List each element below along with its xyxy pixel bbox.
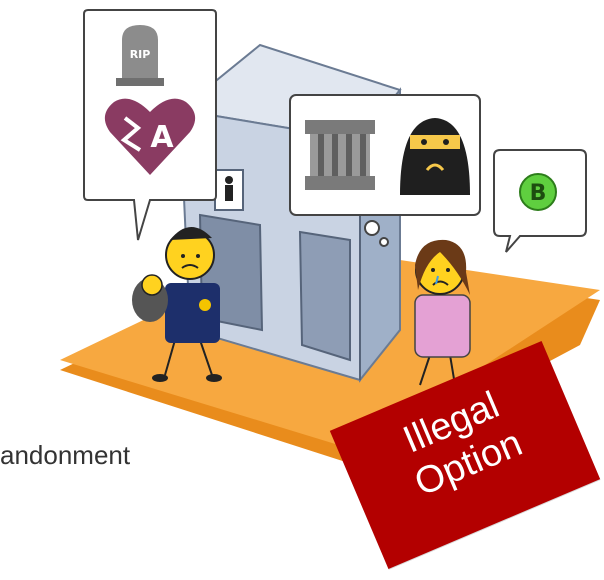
- tombstone-icon: RIP: [116, 25, 164, 86]
- robber-icon: [400, 118, 470, 195]
- caption-text: andonment: [0, 440, 131, 470]
- booth-building: [177, 43, 402, 383]
- jail-icon: [305, 120, 375, 190]
- badge-letter: B: [530, 181, 547, 206]
- speech-bubble-middle: [289, 94, 481, 247]
- heart-letter: A: [150, 120, 174, 155]
- rip-text: RIP: [130, 48, 151, 61]
- broken-heart-icon: A: [104, 98, 196, 175]
- character-parent: [132, 226, 222, 382]
- character-woman: [414, 239, 471, 386]
- speech-bubble-left: RIP A: [83, 9, 217, 241]
- speech-bubble-right: B: [493, 149, 587, 253]
- option-b-badge: B: [519, 173, 557, 211]
